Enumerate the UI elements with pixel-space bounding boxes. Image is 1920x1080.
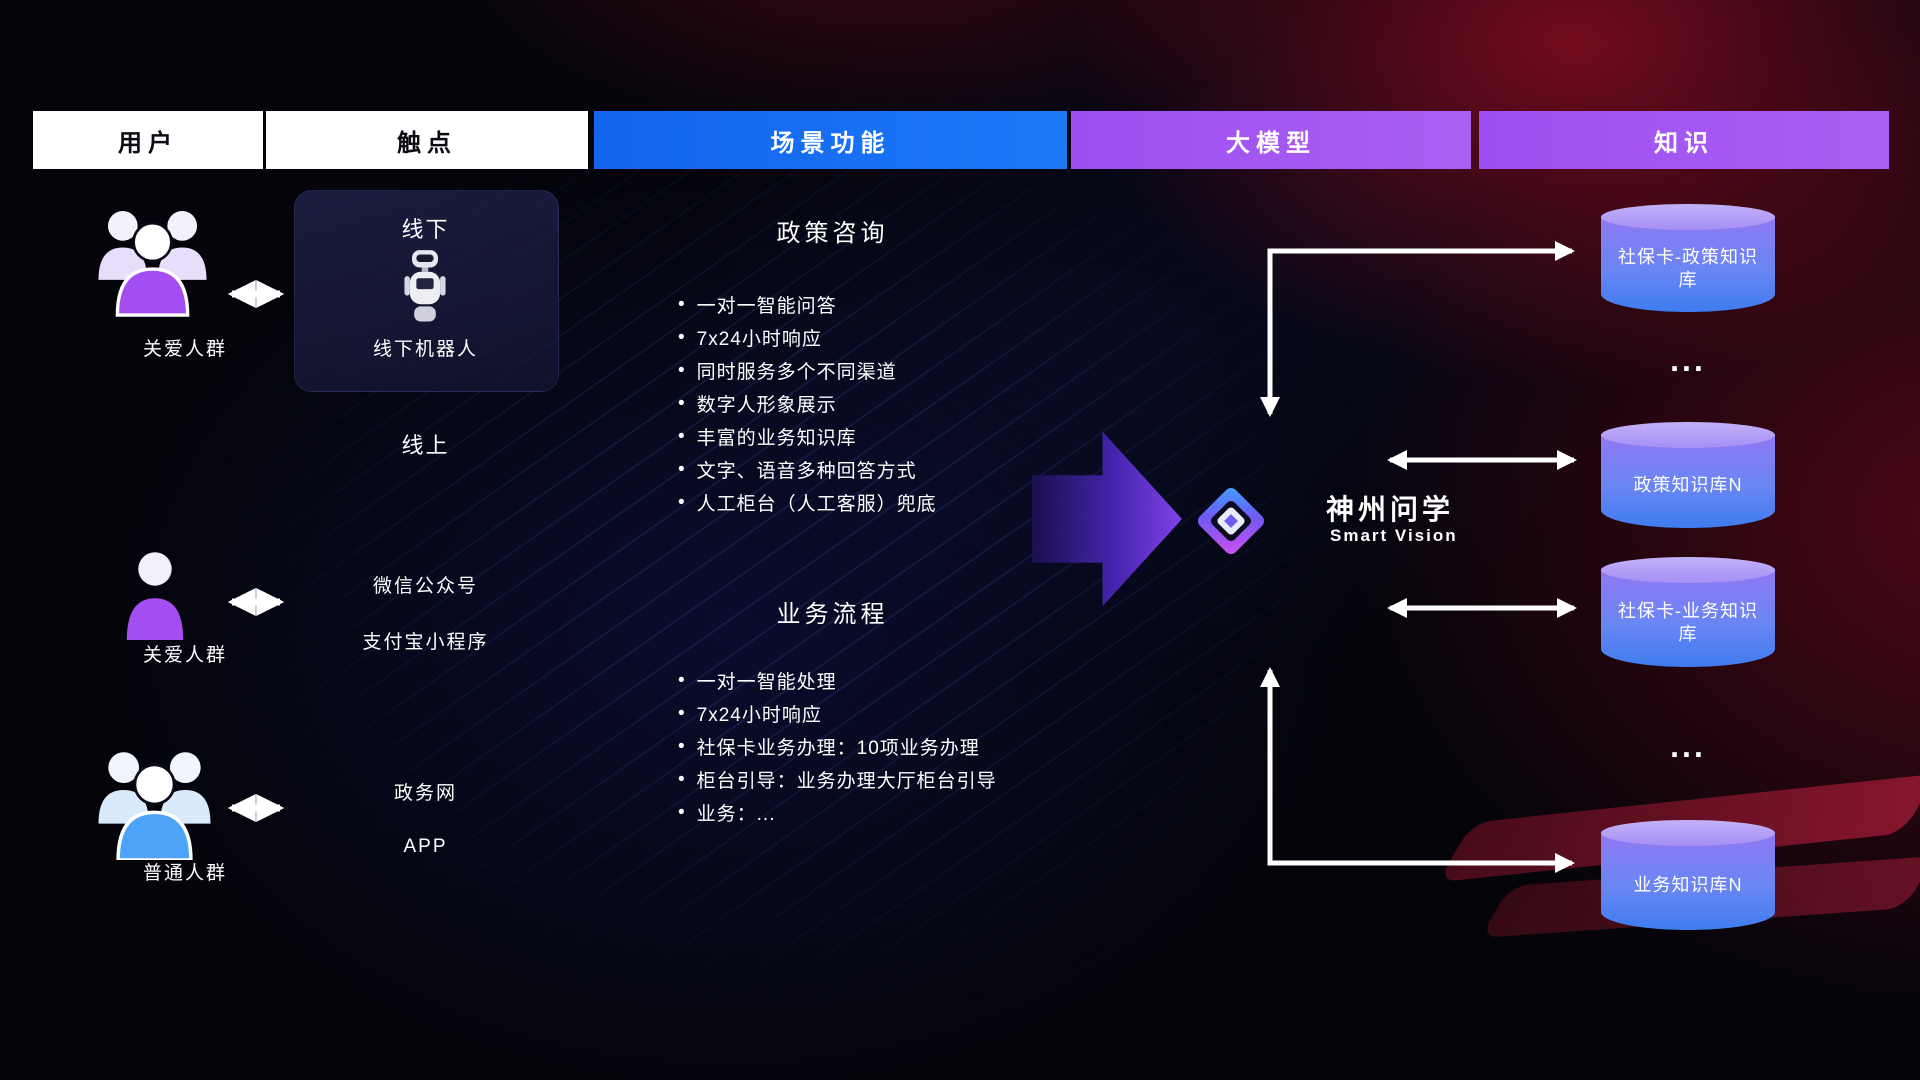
bullet-item: 7x24小时响应 xyxy=(678,697,997,730)
model-name: 神州问学 xyxy=(1326,494,1455,525)
column-header-touchpoints: 触点 xyxy=(266,111,588,169)
db-label: 政策知识库N xyxy=(1633,475,1743,496)
bullet-item: 柜台引导：业务办理大厅柜台引导 xyxy=(678,763,997,796)
channel-app: APP xyxy=(403,836,448,857)
db-cylinder-top xyxy=(1601,820,1775,846)
db-cylinder-top xyxy=(1601,204,1775,230)
ellipsis-business: ... xyxy=(1670,728,1706,764)
user-single-label: 关爱人群 xyxy=(142,645,227,666)
bullet-item: 7x24小时响应 xyxy=(678,321,937,354)
ellipsis-policy: ... xyxy=(1670,342,1706,378)
db-cylinder-body xyxy=(1601,217,1775,312)
db-label: 社保卡-业务知识库 xyxy=(1618,600,1758,644)
user-group-label: 关爱人群 xyxy=(142,339,227,360)
bullet-item: 同时服务多个不同渠道 xyxy=(678,354,937,387)
db-label: 业务知识库N xyxy=(1633,875,1743,896)
channel-gov-web: 政务网 xyxy=(393,783,457,804)
policy-consult-title: 政策咨询 xyxy=(776,220,889,247)
column-header-scenes: 场景功能 xyxy=(594,111,1067,169)
bullet-item: 一对一智能问答 xyxy=(678,288,937,321)
db-cylinder-top xyxy=(1601,422,1775,448)
bullet-item: 丰富的业务知识库 xyxy=(678,420,937,453)
db-cylinder-body xyxy=(1601,570,1775,667)
user-ordinary-label: 普通人群 xyxy=(142,863,227,884)
db-cylinder-top xyxy=(1601,557,1775,583)
db-cylinder-body xyxy=(1601,833,1775,930)
bullet-item: 文字、语音多种回答方式 xyxy=(678,453,937,486)
db-policy-ss-card: 社保卡-政策知识库 xyxy=(1601,204,1775,312)
policy-bullet-list: 一对一智能问答 7x24小时响应 同时服务多个不同渠道 数字人形象展示 丰富的业… xyxy=(678,288,937,519)
bullet-item: 一对一智能处理 xyxy=(678,664,997,697)
bullet-item: 社保卡业务办理：10项业务办理 xyxy=(678,730,997,763)
db-business-ss-card: 社保卡-业务知识库 xyxy=(1601,557,1775,667)
channel-wechat: 微信公众号 xyxy=(372,576,478,597)
smart-vision-logo-icon xyxy=(1197,487,1265,555)
user-single-purple-icon xyxy=(126,552,184,640)
bullet-item: 业务：... xyxy=(678,796,997,829)
bullet-item: 数字人形象展示 xyxy=(678,387,937,420)
column-header-users: 用户 xyxy=(33,111,263,169)
column-header-knowledge: 知识 xyxy=(1479,111,1889,169)
db-cylinder-body xyxy=(1601,435,1775,528)
user-group-blue-icon xyxy=(98,752,211,860)
db-business-n: 业务知识库N xyxy=(1601,820,1775,930)
offline-robot-label: 线下机器人 xyxy=(372,339,478,360)
bullet-item: 人工柜台（人工客服）兜底 xyxy=(678,486,937,519)
offline-title: 线下 xyxy=(401,217,450,242)
column-header-model: 大模型 xyxy=(1071,111,1471,169)
robot-icon xyxy=(404,250,446,322)
online-title: 线上 xyxy=(401,433,450,458)
user-group-purple-icon xyxy=(98,211,207,317)
channel-alipay: 支付宝小程序 xyxy=(362,632,489,653)
business-bullet-list: 一对一智能处理 7x24小时响应 社保卡业务办理：10项业务办理 柜台引导：业务… xyxy=(678,664,997,829)
business-process-title: 业务流程 xyxy=(776,601,889,628)
db-label: 社保卡-政策知识库 xyxy=(1618,246,1758,290)
model-subtitle: Smart Vision xyxy=(1330,526,1458,545)
db-policy-n: 政策知识库N xyxy=(1601,422,1775,528)
